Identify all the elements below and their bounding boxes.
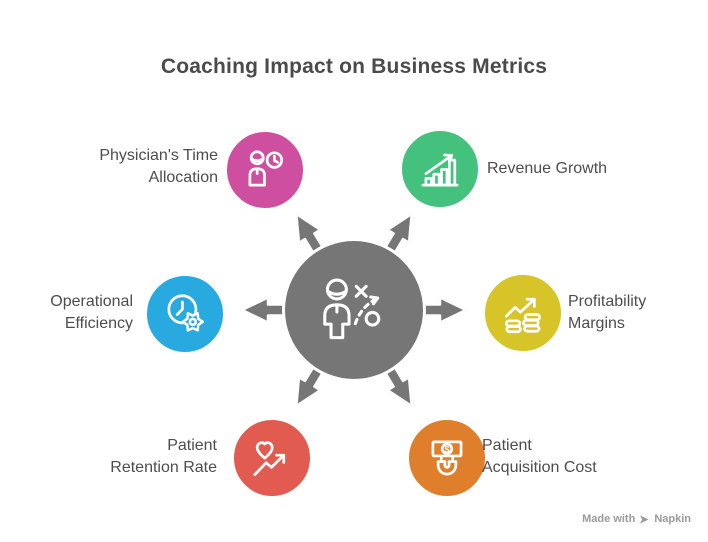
node-physicians-time-allocation <box>224 129 306 211</box>
patient-retention-icon <box>253 441 286 477</box>
diagram-title: Coaching Impact on Business Metrics <box>160 55 548 78</box>
label-patient-retention-rate: Patient Retention Rate <box>110 437 217 476</box>
operational-efficiency-icon <box>167 294 204 332</box>
watermark-brand: Napkin <box>654 513 691 525</box>
watermark-prefix: Made with <box>582 513 636 525</box>
dollar-symbol: $ <box>444 444 450 454</box>
label-patient-acquisition-cost: Patient Acquisition Cost <box>482 437 597 476</box>
napkin-logo-icon <box>640 514 649 524</box>
patient-acquisition-icon: $ <box>431 440 463 476</box>
revenue-growth-icon <box>421 153 459 187</box>
node-patient-retention-rate <box>231 417 313 499</box>
watermark: Made with Napkin <box>582 513 691 525</box>
coaching-hub-circle <box>282 238 426 382</box>
coach-strategy-icon <box>323 278 381 340</box>
node-patient-acquisition-cost: $ <box>406 417 488 499</box>
node-profitability-margins <box>482 272 564 354</box>
label-physicians-time-allocation: Physician's Time Allocation <box>99 147 218 186</box>
physician-time-icon <box>248 150 284 187</box>
node-revenue-growth <box>399 128 481 210</box>
profitability-margins-icon <box>504 297 542 334</box>
label-revenue-growth: Revenue Growth <box>487 160 608 177</box>
label-operational-efficiency: Operational Efficiency <box>50 293 133 332</box>
label-profitability-margins: Profitability Margins <box>568 293 647 332</box>
node-operational-efficiency <box>144 273 226 355</box>
